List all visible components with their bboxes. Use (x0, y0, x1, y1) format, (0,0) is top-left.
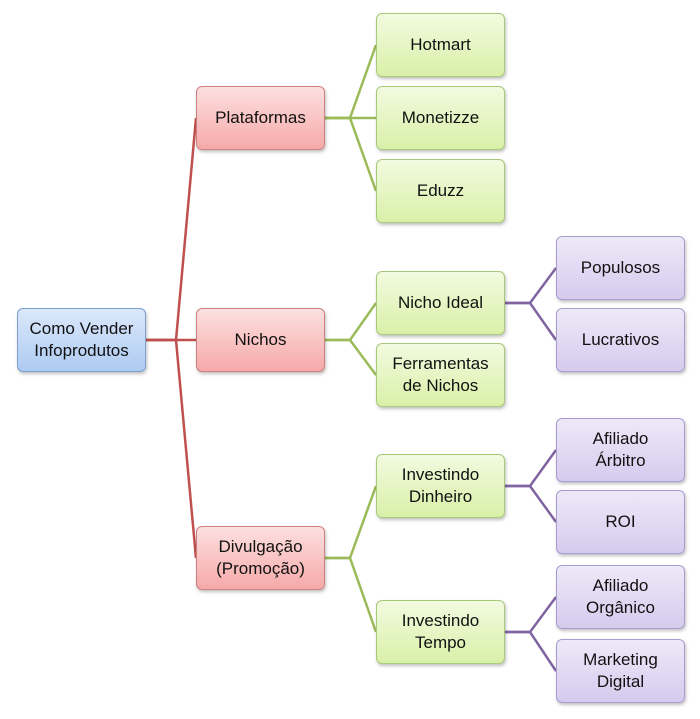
connector-tempo-organico (505, 596, 558, 634)
connector-plataformas-eduzz (325, 116, 378, 192)
node-afiliado-organico: Afiliado Orgânico (556, 565, 685, 629)
connector-root-plataformas (146, 117, 198, 342)
node-hotmart: Hotmart (376, 13, 505, 77)
node-divulgacao-promocao: Divulgação (Promoção) (196, 526, 325, 590)
node-plataformas: Plataformas (196, 86, 325, 150)
connector-divulgacao-tempo (325, 556, 378, 633)
node-como-vender-infoprodutos: Como Vender Infoprodutos (17, 308, 146, 372)
connector-plataformas-hotmart (325, 44, 378, 120)
node-nichos: Nichos (196, 308, 325, 372)
node-monetizze: Monetizze (376, 86, 505, 150)
node-ferramentas-de-nichos: Ferramentas de Nichos (376, 343, 505, 407)
connector-divulgacao-dinheiro (325, 485, 378, 560)
node-investindo-dinheiro: Investindo Dinheiro (376, 454, 505, 518)
connector-tempo-marketing (505, 630, 558, 672)
node-marketing-digital: Marketing Digital (556, 639, 685, 703)
connector-nicho-ideal-lucrativos (505, 301, 558, 341)
node-nicho-ideal: Nicho Ideal (376, 271, 505, 335)
connector-dinheiro-roi (505, 484, 558, 523)
connector-dinheiro-arbitro (505, 449, 558, 488)
node-populosos: Populosos (556, 236, 685, 300)
connector-nichos-ferramentas (325, 338, 378, 376)
node-investindo-tempo: Investindo Tempo (376, 600, 505, 664)
connector-nicho-ideal-populosos (505, 267, 558, 305)
node-afiliado-arbitro: Afiliado Árbitro (556, 418, 685, 482)
connector-root-divulgacao (146, 338, 198, 559)
node-eduzz: Eduzz (376, 159, 505, 223)
connector-nichos-nicho-ideal (325, 302, 378, 342)
node-roi: ROI (556, 490, 685, 554)
node-lucrativos: Lucrativos (556, 308, 685, 372)
